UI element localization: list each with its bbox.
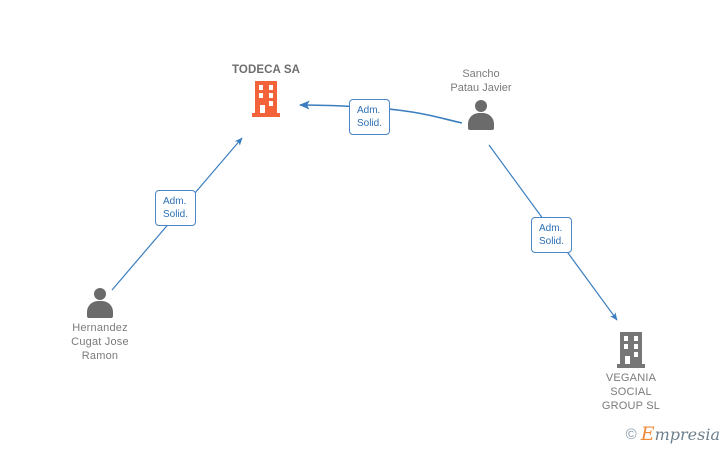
edge-label-sancho-vegania[interactable]: Adm. Solid.	[531, 217, 573, 253]
building-icon	[617, 332, 645, 368]
copyright-icon: ©	[625, 426, 637, 443]
person-icon	[466, 99, 496, 130]
label-line-2: Patau Javier	[450, 81, 512, 94]
node-todeca-sa-label: TODECA SA	[232, 64, 300, 76]
node-vegania-social-group-sl-label: VEGANIA SOCIAL GROUP SL	[556, 372, 706, 413]
label-line-3: GROUP SL	[601, 399, 661, 412]
label-line-1: Hernandez	[72, 322, 128, 334]
label-line-2: Cugat Jose	[71, 335, 129, 348]
node-sancho-patau-javier[interactable]: Sancho Patau Javier	[406, 68, 556, 130]
edge-label-hernandez-todeca[interactable]: Adm. Solid.	[155, 190, 197, 226]
label-line-1: Sancho	[462, 68, 500, 80]
node-sancho-patau-javier-label: Sancho Patau Javier	[406, 68, 556, 96]
empresia-watermark: © Empresia	[626, 425, 720, 444]
edge-label-line1: Adm.	[163, 196, 187, 207]
building-icon	[252, 81, 280, 118]
edge-label-line2: Solid.	[163, 209, 189, 220]
label-line-3: Ramon	[81, 349, 119, 362]
edge-label-line1: Adm.	[357, 105, 381, 116]
node-todeca-sa[interactable]: TODECA SA	[191, 63, 341, 118]
node-hernandez-cugat-jose-ramon-label: Hernandez Cugat Jose Ramon	[25, 322, 175, 363]
edge-label-line1: Adm.	[539, 223, 563, 234]
node-vegania-social-group-sl[interactable]: VEGANIA SOCIAL GROUP SL	[556, 332, 706, 413]
brand-wordmark: Empresia	[641, 425, 720, 444]
edge-label-sancho-todeca[interactable]: Adm. Solid.	[349, 99, 391, 135]
edge-label-line2: Solid.	[357, 118, 383, 129]
brand-initial: E	[640, 423, 655, 445]
person-icon	[85, 288, 115, 318]
label-line-2: SOCIAL	[610, 385, 652, 398]
edge-label-line2: Solid.	[539, 236, 565, 247]
label-line-1: VEGANIA	[605, 372, 657, 384]
node-hernandez-cugat-jose-ramon[interactable]: Hernandez Cugat Jose Ramon	[25, 288, 175, 363]
brand-rest: mpresia	[654, 425, 720, 444]
